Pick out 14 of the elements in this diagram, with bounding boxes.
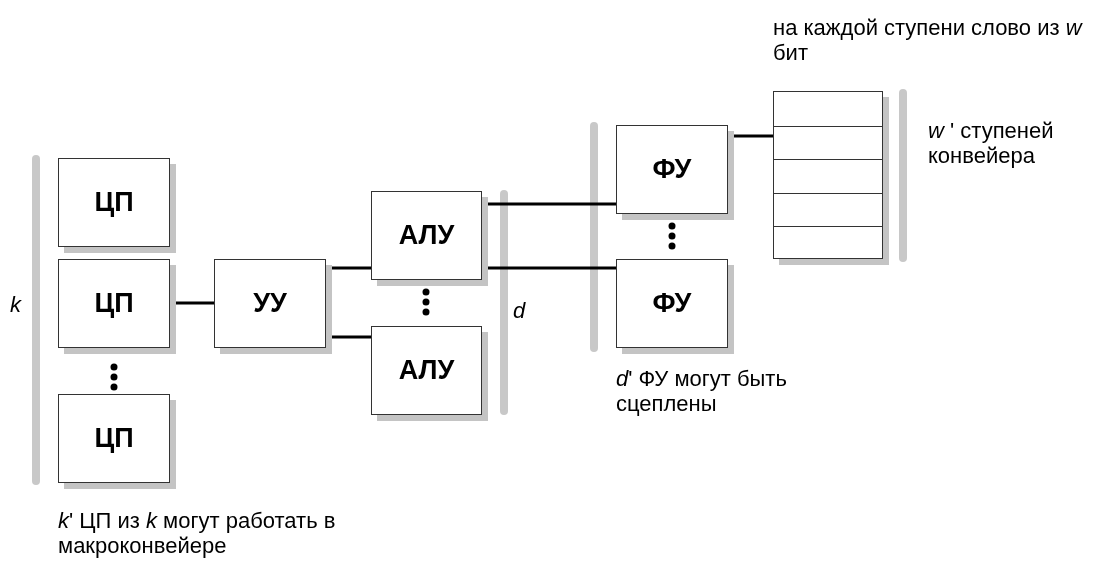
unit-label: ЦП xyxy=(94,187,134,218)
unit-label: АЛУ xyxy=(398,220,455,251)
annotation-text: на каждой ступени слово из w бит xyxy=(773,15,1084,65)
annotation-text: k xyxy=(10,292,23,317)
unit-label: ФУ xyxy=(652,288,692,319)
unit-label: АЛУ xyxy=(398,355,455,386)
annotation-text: d xyxy=(513,298,527,323)
annotation-text: d' ФУ могут быть сцеплены xyxy=(616,366,788,416)
unit-label: УУ xyxy=(253,288,287,319)
annotation-text: w ' ступеней конвейера xyxy=(928,118,1055,168)
annotation-text: k' ЦП из k могут работать в макроконвейере xyxy=(58,508,337,558)
unit-label: ЦП xyxy=(94,423,134,454)
unit-label: ФУ xyxy=(652,154,692,185)
unit-label: ЦП xyxy=(94,288,134,319)
